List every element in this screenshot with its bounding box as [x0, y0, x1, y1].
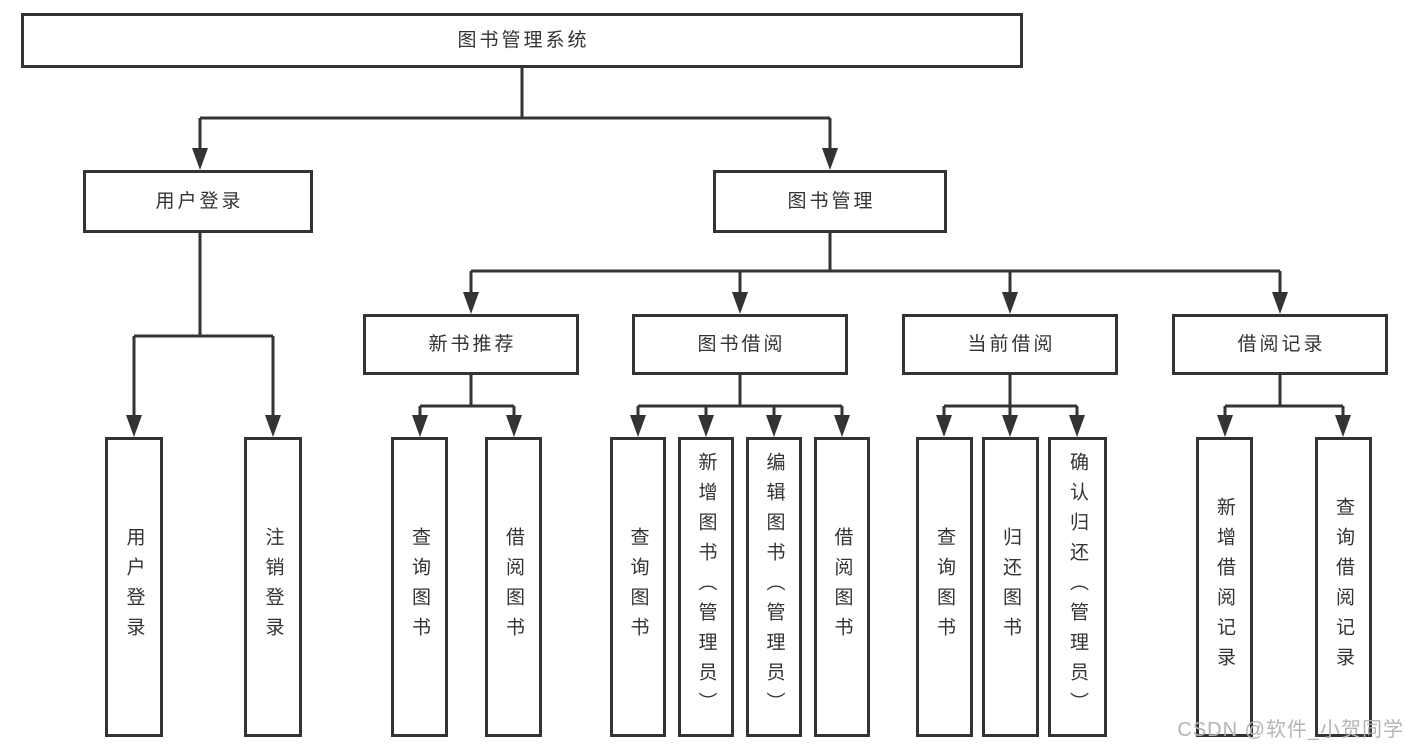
- connector-book-borrow-group: [630, 375, 850, 437]
- leaf-confirm-return-admin: 确认归还（管理员）: [1048, 437, 1107, 737]
- node-user-login: 用户登录: [83, 170, 313, 233]
- node-borrow-records: 借阅记录: [1172, 314, 1388, 375]
- node-current-borrow: 当前借阅: [902, 314, 1118, 375]
- connector-new-book-group: [412, 375, 522, 437]
- node-book-borrow: 图书借阅: [632, 314, 848, 375]
- node-new-book-recommend: 新书推荐: [363, 314, 579, 375]
- leaf-add-borrow-record: 新增借阅记录: [1196, 437, 1253, 737]
- connector-current-borrow-group: [936, 375, 1085, 437]
- leaf-add-books-admin: 新增图书（管理员）: [678, 437, 734, 737]
- node-library-management-system: 图书管理系统: [21, 13, 1023, 68]
- leaf-borrow-books: 借阅图书: [814, 437, 870, 737]
- leaf-edit-books-admin: 编辑图书（管理员）: [746, 437, 802, 737]
- leaf-query-books-borrow: 查询图书: [610, 437, 666, 737]
- connector-book-management-to-level3: [463, 233, 1288, 314]
- leaf-borrow-books-recommend: 借阅图书: [485, 437, 542, 737]
- leaf-user-login: 用户登录: [105, 437, 163, 737]
- leaf-logout: 注销登录: [244, 437, 302, 737]
- leaf-return-books: 归还图书: [982, 437, 1039, 737]
- connector-user-login-group: [126, 233, 281, 437]
- leaf-query-books-current: 查询图书: [916, 437, 973, 737]
- connector-root-to-level2: [192, 68, 838, 170]
- leaf-query-borrow-record: 查询借阅记录: [1315, 437, 1372, 737]
- leaf-query-books-recommend: 查询图书: [391, 437, 448, 737]
- connector-borrow-records-group: [1217, 375, 1351, 437]
- node-book-management: 图书管理: [713, 170, 947, 233]
- watermark: CSDN @软件_小贺同学: [1177, 719, 1404, 741]
